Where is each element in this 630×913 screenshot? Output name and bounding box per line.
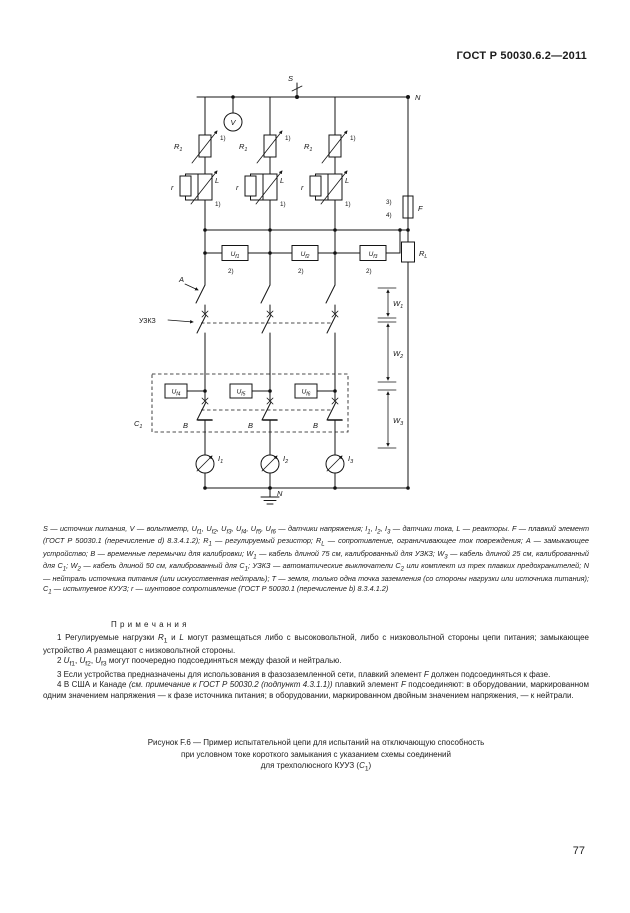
label-i1: I1: [218, 454, 223, 465]
svg-text:1): 1): [345, 201, 351, 208]
neutral-branch: [401, 96, 415, 489]
svg-text:r: r: [301, 183, 304, 192]
caption-line: при условном токе короткого замыкания с …: [181, 749, 451, 759]
svg-text:1): 1): [350, 135, 356, 142]
svg-text:1): 1): [285, 135, 291, 142]
svg-text:R1: R1: [174, 142, 182, 153]
label-w3: W3: [393, 416, 404, 427]
label-f: F: [418, 204, 423, 213]
ref-3: 3): [386, 199, 392, 206]
label-neutral-bottom: N: [277, 489, 283, 498]
label-c1: C1: [134, 419, 142, 430]
voltage-sensor-row: [204, 228, 410, 261]
figure-caption: Рисунок F.6 — Пример испытательной цепи …: [43, 737, 589, 774]
note-item: 2 Uf1, Uf2, Uf3 могут поочередно подсоед…: [57, 656, 342, 669]
svg-text:L: L: [215, 176, 219, 185]
svg-text:1): 1): [280, 201, 286, 208]
voltmeter-label: V: [230, 118, 236, 127]
uzkz-pointer-arrow: [167, 319, 194, 324]
label-b: B: [248, 421, 253, 430]
phase-pole-3: [295, 97, 347, 490]
phase-pole-1: [165, 97, 217, 490]
ref-4: 4): [386, 212, 392, 219]
label-neutral-top: N: [415, 93, 421, 102]
cable-markers: [377, 287, 397, 449]
label-rl: RL: [419, 249, 427, 260]
bottom-bus: [204, 486, 410, 490]
doc-code: ГОСТ Р 50030.6.2—2011: [456, 50, 587, 62]
label-uf6: Uf6: [302, 389, 311, 398]
rl-resistor-icon: [401, 241, 415, 263]
supply-bus: [196, 82, 410, 99]
phase-pole-2: [230, 97, 282, 490]
note-item: 1 Регулируемые нагрузки R1 и L могут раз…: [43, 632, 589, 655]
label-i2: I2: [283, 454, 288, 465]
label-source: S: [288, 74, 293, 83]
a-pointer-arrow: [184, 283, 199, 291]
pole-labels: R1 1) r L 1) R1 1) r L 1) R1 1) r L 1): [171, 135, 356, 208]
note-item: 4 В США и Канаде (см. примечание к ГОСТ …: [43, 680, 589, 700]
circuit-diagram: S N V R1 1) r L 1) R1 1) r L 1) R1 1) r …: [134, 74, 427, 505]
svg-text:L: L: [280, 176, 284, 185]
ref-2: 2): [228, 268, 234, 275]
notes-title: П р и м е ч а н и я: [111, 620, 187, 629]
label-w1: W1: [393, 299, 403, 310]
svg-text:1): 1): [215, 201, 221, 208]
label-b: B: [183, 421, 188, 430]
page-number: 77: [572, 845, 585, 857]
label-making-device: A: [178, 275, 184, 284]
svg-text:L: L: [345, 176, 349, 185]
label-uf3: Uf3: [369, 251, 378, 260]
note-item: 3 Если устройства предназначены для испо…: [57, 669, 551, 679]
svg-text:r: r: [171, 183, 174, 192]
label-b: B: [313, 421, 318, 430]
ground-icon: [260, 487, 280, 505]
label-uzkz: УЗКЗ: [139, 318, 156, 325]
caption-line: для трехполюсного КУУЗ (C1): [260, 761, 372, 773]
ref-2: 2): [366, 268, 372, 275]
notes-block: П р и м е ч а н и я 1 Регулируемые нагру…: [43, 620, 589, 702]
label-uf2: Uf2: [301, 251, 310, 260]
svg-text:1): 1): [220, 135, 226, 142]
svg-text:r: r: [236, 183, 239, 192]
label-uf5: Uf5: [237, 389, 246, 398]
svg-text:R1: R1: [304, 142, 312, 153]
label-w2: W2: [393, 349, 403, 360]
voltmeter-icon: [223, 96, 243, 132]
label-uf4: Uf4: [172, 389, 181, 398]
label-i3: I3: [348, 454, 354, 465]
figure-legend: S — источник питания, V — вольтметр, Uf1…: [43, 524, 590, 595]
svg-text:R1: R1: [239, 142, 247, 153]
caption-line: Рисунок F.6 — Пример испытательной цепи …: [147, 738, 485, 747]
dut-outline: [151, 373, 349, 433]
ref-2: 2): [298, 268, 304, 275]
label-uf1: Uf1: [231, 251, 240, 260]
